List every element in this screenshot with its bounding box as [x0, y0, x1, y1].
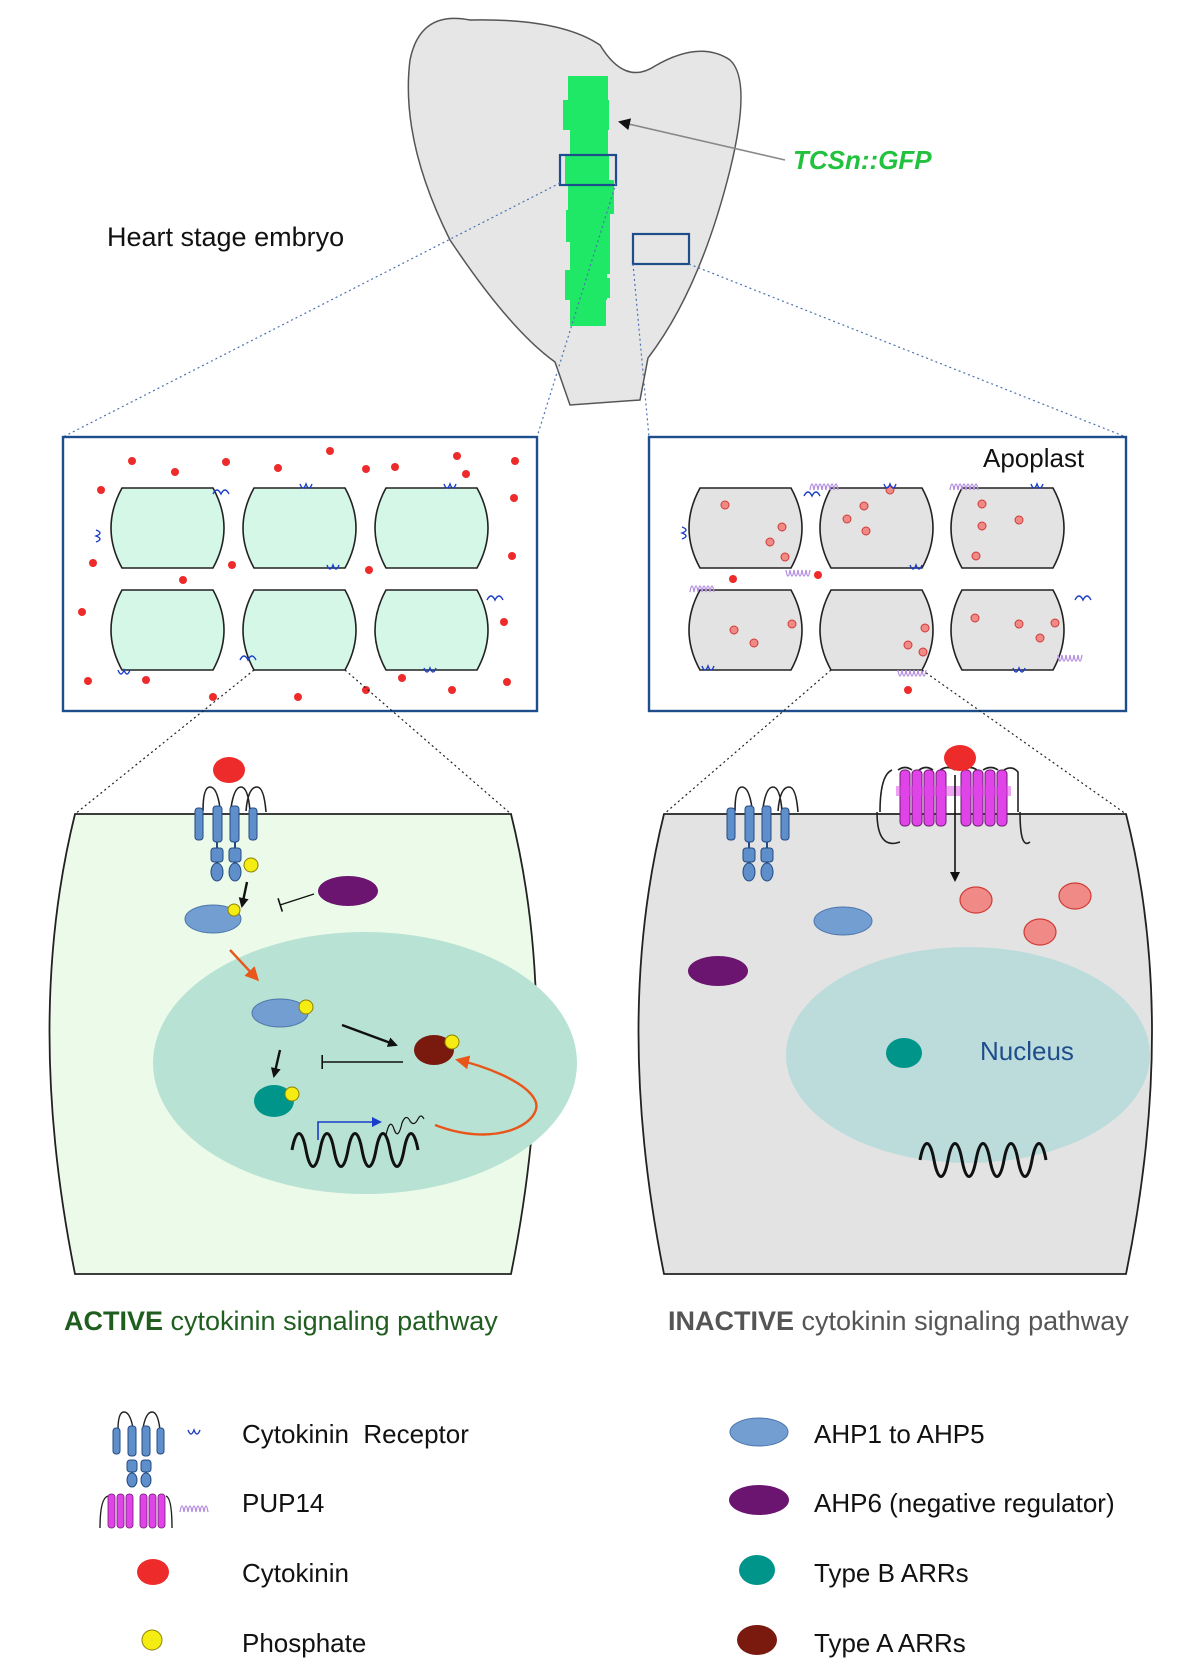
inactive-tissue-panel: Apoplast — [647, 435, 1128, 713]
inactive-type-b-arr — [886, 1038, 922, 1068]
legend-ahp6-label: AHP6 (negative regulator) — [814, 1488, 1115, 1518]
reporter-label: TCSn::GFP — [793, 145, 932, 175]
legend-ahp-icon — [729, 1417, 789, 1447]
zoom-box-vascular — [558, 153, 618, 187]
legend-receptor-icon — [112, 1411, 201, 1488]
ahp-cytoplasm — [184, 904, 242, 934]
active-cytokinin-molecule — [213, 757, 245, 783]
arrow-transcription-to-type-a — [434, 1055, 538, 1136]
zoom-connectors-bottom — [74, 669, 1127, 815]
inactive-receptor-icon — [726, 786, 799, 882]
inactive-internal-cytokinin — [720, 485, 1060, 657]
legend-cytokinin-icon — [137, 1559, 169, 1585]
legend-phosphate-icon — [141, 1629, 163, 1651]
legend-pup14-icon — [99, 1493, 209, 1529]
inactive-ahp6 — [688, 956, 748, 986]
inactive-title-rest: cytokinin signaling pathway — [794, 1306, 1129, 1336]
zoom-connectors-top — [62, 182, 1127, 438]
active-tissue-panel — [61, 435, 539, 713]
legend-phosphate-label: Phosphate — [242, 1628, 366, 1658]
mrna-transcript — [385, 1115, 425, 1136]
ahp-cytoplasm-phosphate — [227, 903, 241, 917]
ahp6-inhibition — [277, 893, 315, 912]
inactive-cytokinin-molecule — [944, 745, 976, 771]
inactive-nucleus — [786, 947, 1150, 1163]
zoom-box-ground — [631, 232, 691, 266]
reporter-pointer-arrow — [618, 118, 786, 161]
legend-pup14-label: PUP14 — [242, 1488, 324, 1518]
embryo-stage-label: Heart stage embryo — [107, 222, 344, 252]
active-cell — [48, 757, 577, 1275]
active-keyword: ACTIVE — [64, 1306, 163, 1336]
gfp-expression-strip — [563, 76, 614, 326]
legend-ahp6-icon — [729, 1485, 789, 1515]
type-a-phosphate — [444, 1034, 460, 1050]
nucleus-label: Nucleus — [980, 1036, 1074, 1066]
active-apoplast-cytokinin — [78, 447, 519, 701]
inactive-dna — [918, 1142, 1048, 1178]
active-title-rest: cytokinin signaling pathway — [163, 1306, 498, 1336]
inactive-pup14-icon — [876, 766, 1031, 845]
inactive-pathway-title: INACTIVE cytokinin signaling pathway — [668, 1306, 1129, 1336]
ahp-nuclear-phosphate — [298, 999, 314, 1015]
transcription-start-arrow — [317, 1117, 382, 1140]
arrow-ahp-to-type-a — [341, 1023, 398, 1047]
legend: Cytokinin Receptor PUP14 Cytokinin Phosp… — [99, 1411, 1115, 1658]
inactive-pup14-transporters — [689, 483, 1083, 677]
active-receptor-icon — [194, 786, 267, 882]
type-a-arr — [414, 1035, 454, 1065]
legend-type-a-icon — [737, 1625, 777, 1655]
inactive-membrane-receptors — [680, 482, 1092, 673]
legend-receptor-label: Cytokinin Receptor — [242, 1419, 469, 1449]
inactive-apoplast-cytokinin — [729, 571, 912, 694]
active-membrane-receptors — [94, 482, 504, 675]
heart-stage-embryo: TCSn::GFP Heart stage embryo — [107, 17, 932, 406]
legend-cytokinin-label: Cytokinin — [242, 1558, 349, 1588]
ahp6-protein — [318, 876, 378, 906]
legend-ahp-label: AHP1 to AHP5 — [814, 1419, 985, 1449]
legend-type-a-label: Type A ARRs — [814, 1628, 966, 1658]
inactive-ahp — [813, 906, 873, 936]
legend-type-b-label: Type B ARRs — [814, 1558, 969, 1588]
inactive-keyword: INACTIVE — [668, 1306, 794, 1336]
active-nucleus — [153, 932, 577, 1194]
active-cells — [110, 487, 489, 671]
inactive-cells — [688, 487, 1065, 671]
arrow-ahp-to-type-b — [270, 1049, 282, 1078]
arrow-receptor-to-ahp — [238, 881, 249, 908]
active-dna — [290, 1132, 420, 1168]
active-pathway-title: ACTIVE cytokinin signaling pathway — [64, 1306, 498, 1336]
type-b-phosphate — [284, 1086, 300, 1102]
inactive-cell: Nucleus — [637, 745, 1153, 1275]
apoplast-label: Apoplast — [983, 443, 1085, 473]
arrow-ahp-to-nucleus — [229, 949, 260, 982]
legend-type-b-icon — [739, 1555, 775, 1585]
type-b-arr — [254, 1085, 294, 1117]
inactive-imported-cytokinin — [959, 882, 1092, 946]
